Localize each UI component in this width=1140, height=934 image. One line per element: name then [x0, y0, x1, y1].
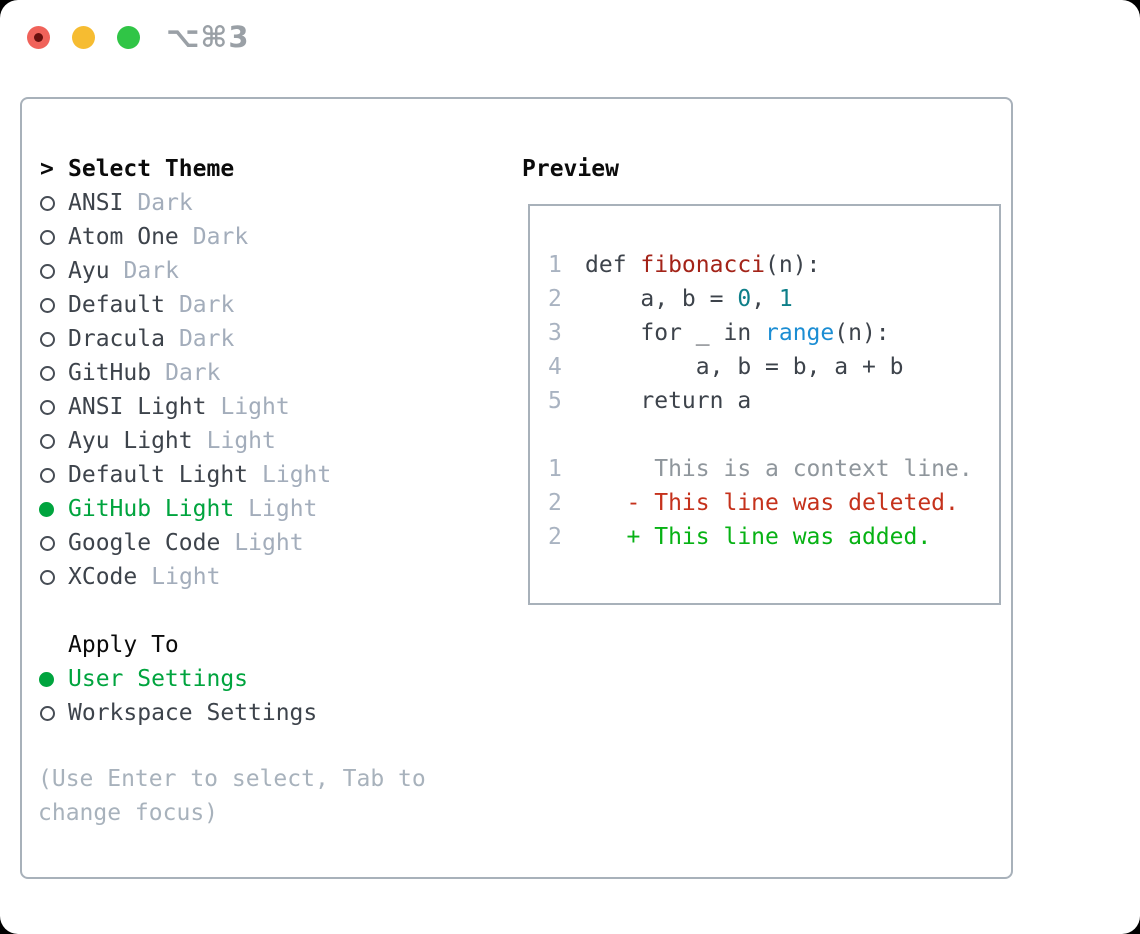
radio-unselected-icon	[40, 331, 68, 347]
radio-unselected-icon	[40, 467, 68, 483]
theme-option-default-light[interactable]: Default Light Light	[40, 458, 472, 492]
radio-selected-icon	[39, 671, 68, 687]
theme-option-xcode-light[interactable]: XCode Light	[40, 560, 472, 594]
traffic-light-minimize-icon[interactable]	[72, 26, 95, 49]
diff-added-line: 2 + This line was added.	[548, 524, 932, 550]
line-number: 2	[548, 524, 562, 550]
radio-unselected-icon	[40, 195, 68, 211]
traffic-light-close-icon[interactable]	[27, 26, 50, 49]
apply-option-user-settings[interactable]: User Settings	[39, 662, 472, 696]
theme-list: > Select Theme ANSI Dark Atom One Dark A…	[38, 152, 472, 830]
radio-unselected-icon	[40, 365, 68, 381]
radio-unselected-icon	[40, 229, 68, 245]
diff-deleted-line: 2 - This line was deleted.	[548, 490, 959, 516]
radio-selected-icon	[39, 501, 68, 517]
function-name-token: fibonacci	[640, 252, 766, 278]
radio-unselected-icon	[40, 297, 68, 313]
theme-option-dracula-dark[interactable]: Dracula Dark	[40, 322, 472, 356]
window-shortcut-label: ⌥⌘3	[166, 20, 250, 54]
titlebar	[27, 26, 140, 49]
theme-option-ansi-dark[interactable]: ANSI Dark	[40, 186, 472, 220]
code-line-1: 1 def fibonacci (n):	[548, 252, 821, 278]
line-number: 2	[548, 490, 562, 516]
radio-unselected-icon	[40, 705, 68, 721]
page-title: Select Theme	[68, 156, 235, 182]
line-number: 1	[548, 456, 562, 482]
theme-selector-panel: > Select Theme ANSI Dark Atom One Dark A…	[20, 97, 1013, 879]
theme-option-atom-one-dark[interactable]: Atom One Dark	[40, 220, 472, 254]
code-line-3: 3 for _ in range (n):	[548, 320, 890, 346]
code-line-2: 2 a, b = 0 , 1	[548, 286, 793, 312]
prompt-icon: >	[40, 156, 54, 182]
radio-unselected-icon	[40, 535, 68, 551]
apply-to-header: Apply To	[40, 628, 472, 662]
line-number: 1	[548, 252, 562, 278]
preview-title: Preview	[522, 156, 619, 182]
theme-option-ayu-dark[interactable]: Ayu Dark	[40, 254, 472, 288]
number-literal-token: 1	[778, 286, 793, 312]
select-theme-header: > Select Theme	[40, 152, 472, 186]
keyboard-hint: (Use Enter to select, Tab to change focu…	[38, 766, 426, 826]
preview-box: 1 def fibonacci (n): 2 a, b = 0 , 1 3 fo…	[528, 204, 1001, 605]
line-number: 4	[548, 354, 562, 380]
radio-unselected-icon	[40, 433, 68, 449]
diff-context-line: 1 This is a context line.	[548, 456, 973, 482]
spacer	[40, 594, 472, 628]
code-line-5: 5 return a	[548, 388, 752, 414]
line-number: 3	[548, 320, 562, 346]
builtin-token: range	[765, 320, 835, 346]
theme-option-ayu-light[interactable]: Ayu Light Light	[40, 424, 472, 458]
traffic-light-zoom-icon[interactable]	[117, 26, 140, 49]
radio-unselected-icon	[40, 569, 68, 585]
theme-option-github-dark[interactable]: GitHub Dark	[40, 356, 472, 390]
code-line-4: 4 a, b = b, a + b	[548, 354, 904, 380]
theme-option-github-light[interactable]: GitHub Light Light	[39, 492, 472, 526]
apply-to-title: Apply To	[68, 632, 179, 658]
apply-option-workspace-settings[interactable]: Workspace Settings	[40, 696, 472, 730]
line-number: 5	[548, 388, 562, 414]
spacer	[548, 418, 999, 452]
line-number: 2	[548, 286, 562, 312]
number-literal-token: 0	[737, 286, 752, 312]
radio-unselected-icon	[40, 399, 68, 415]
theme-option-ansi-light[interactable]: ANSI Light Light	[40, 390, 472, 424]
theme-option-default-dark[interactable]: Default Dark	[40, 288, 472, 322]
radio-unselected-icon	[40, 263, 68, 279]
theme-option-google-code-light[interactable]: Google Code Light	[40, 526, 472, 560]
